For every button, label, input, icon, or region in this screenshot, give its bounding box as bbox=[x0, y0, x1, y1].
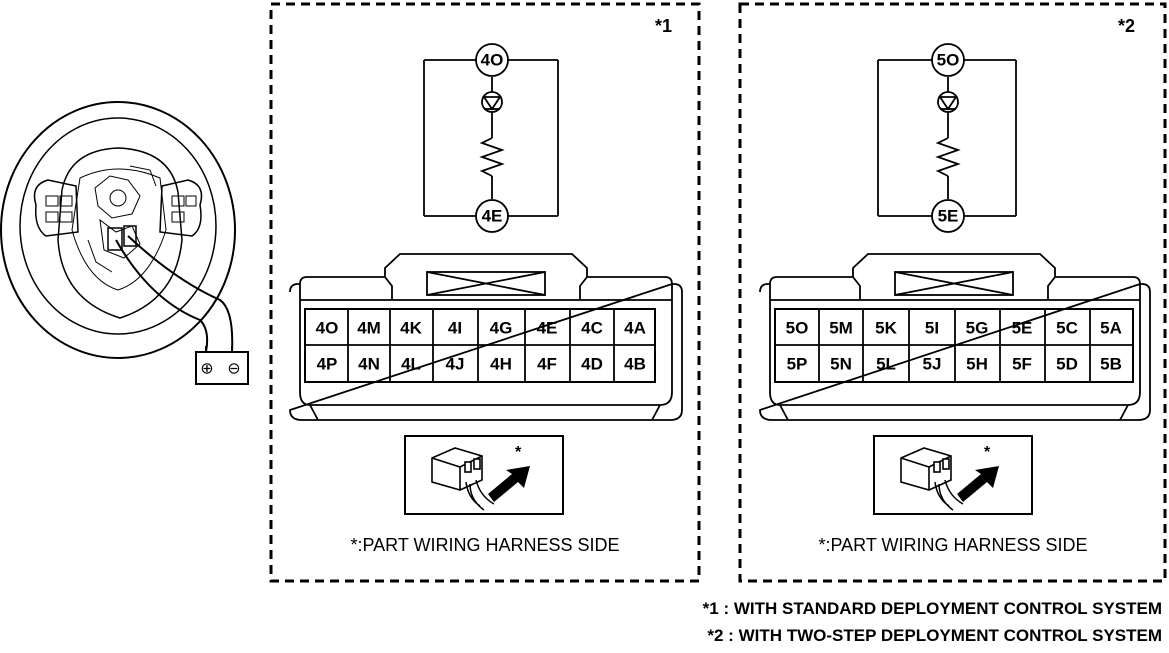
battery: ⊕ ⊖ bbox=[195, 346, 249, 385]
panel-2-caption: *:PART WIRING HARNESS SIDE bbox=[818, 535, 1087, 555]
pin-label: 4C bbox=[581, 319, 603, 338]
pin-label: 5J bbox=[923, 355, 942, 374]
panel-1-top-node: 4O bbox=[481, 51, 504, 70]
pin-label: 4N bbox=[358, 355, 380, 374]
footnote-2: *2 : WITH TWO-STEP DEPLOYMENT CONTROL SY… bbox=[707, 626, 1162, 645]
pin-label: 5L bbox=[876, 355, 896, 374]
pin-label: 5H bbox=[966, 355, 988, 374]
pin-label: 5N bbox=[830, 355, 852, 374]
pin-label: 4B bbox=[624, 355, 646, 374]
pin-label: 4L bbox=[401, 355, 421, 374]
pin-label: 4I bbox=[448, 319, 462, 338]
pin-label: 4E bbox=[537, 319, 558, 338]
panel-1-harness-inset: * bbox=[404, 435, 564, 515]
panel-1-caption: *:PART WIRING HARNESS SIDE bbox=[350, 535, 619, 555]
battery-plus-terminal: ⊕ bbox=[200, 361, 213, 378]
pin-label: 4A bbox=[624, 319, 646, 338]
pin-label: 5I bbox=[925, 319, 939, 338]
panel-2-top-node: 5O bbox=[937, 51, 960, 70]
battery-minus-terminal: ⊖ bbox=[227, 361, 240, 378]
panel-1: *1 4O 4E bbox=[269, 2, 701, 583]
panel-2-pin-grid bbox=[775, 309, 1133, 382]
panel-1-pin-grid bbox=[305, 309, 655, 382]
panel-2: *2 5O 5E bbox=[738, 2, 1167, 583]
pin-label: 5D bbox=[1056, 355, 1078, 374]
footnote-1: *1 : WITH STANDARD DEPLOYMENT CONTROL SY… bbox=[703, 599, 1162, 618]
pin-label: 4K bbox=[400, 319, 422, 338]
panel-1-circuit bbox=[423, 59, 559, 217]
pin-label: 4G bbox=[490, 319, 513, 338]
pin-label: 4D bbox=[581, 355, 603, 374]
panel-1-bottom-node: 4E bbox=[482, 207, 503, 226]
pin-label: 5K bbox=[875, 319, 897, 338]
pin-label: 4H bbox=[490, 355, 512, 374]
pin-label: 5O bbox=[786, 319, 809, 338]
pin-label: 5M bbox=[829, 319, 853, 338]
pin-label: 4F bbox=[537, 355, 557, 374]
panel-1-tag: *1 bbox=[655, 16, 672, 36]
pin-label: 5B bbox=[1100, 355, 1122, 374]
panel-1-inset-star: * bbox=[515, 444, 522, 461]
pin-label: 5C bbox=[1056, 319, 1078, 338]
panel-2-harness-inset: * bbox=[873, 435, 1033, 515]
pin-label: 5E bbox=[1012, 319, 1033, 338]
panel-2-circuit bbox=[877, 59, 1017, 217]
pin-label: 5G bbox=[966, 319, 989, 338]
panel-2-inset-star: * bbox=[984, 444, 991, 461]
pin-label: 5F bbox=[1012, 355, 1032, 374]
steering-wheel-illustration bbox=[0, 101, 236, 359]
pin-label: 4J bbox=[446, 355, 465, 374]
pin-label: 4P bbox=[317, 355, 338, 374]
pin-label: 5P bbox=[787, 355, 808, 374]
panel-2-tag: *2 bbox=[1118, 16, 1135, 36]
pin-label: 5A bbox=[1100, 319, 1122, 338]
panel-2-bottom-node: 5E bbox=[938, 207, 959, 226]
pin-label: 4O bbox=[316, 319, 339, 338]
pin-label: 4M bbox=[357, 319, 381, 338]
